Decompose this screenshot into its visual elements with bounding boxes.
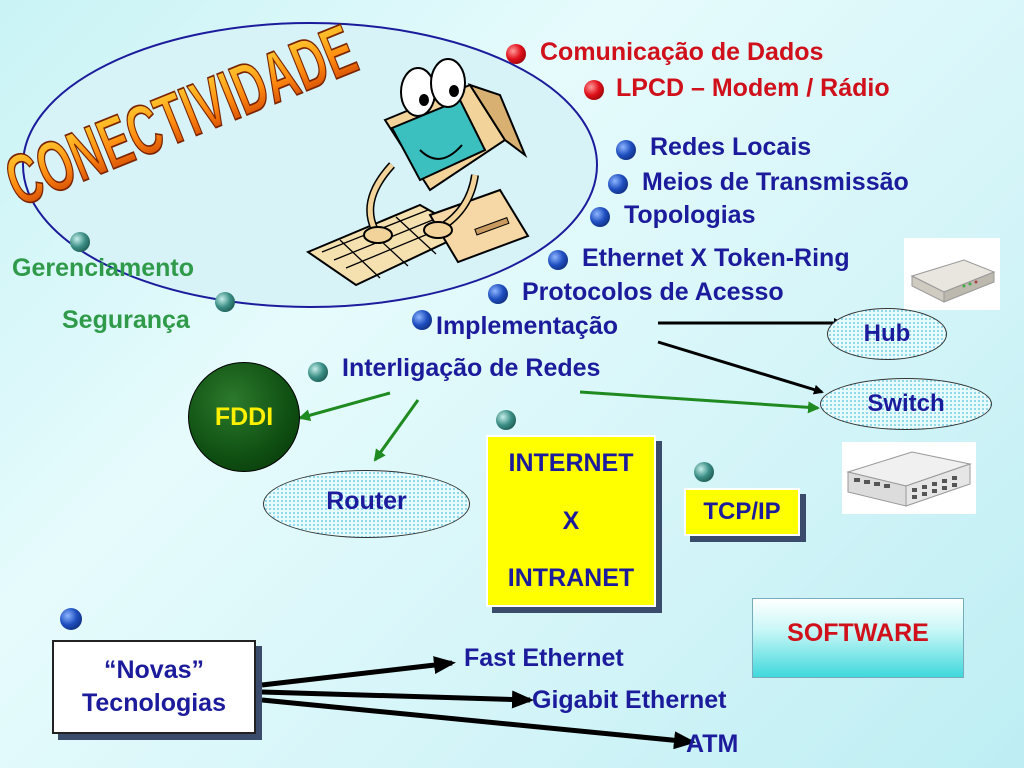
- novas-label: “Novas”: [103, 656, 205, 684]
- intranet-label: INTRANET: [507, 564, 635, 592]
- bullet-icon: [60, 608, 82, 630]
- fddi-label: FDDI: [214, 402, 274, 431]
- internet-label: INTERNET: [508, 449, 634, 477]
- item-ethernet-token-ring: Ethernet X Token-Ring: [582, 244, 850, 272]
- switch-node: Switch: [820, 378, 992, 430]
- item-topologias: Topologias: [624, 201, 756, 229]
- bullet-icon: [608, 174, 628, 194]
- side-gerenciamento: Gerenciamento: [12, 254, 195, 282]
- item-interligacao-redes: Interligação de Redes: [342, 354, 601, 382]
- arrow-to-switch-green: [579, 390, 820, 414]
- arrow-to-atm: [261, 697, 696, 750]
- internet-intranet-box: INTERNET X INTRANET: [486, 435, 656, 607]
- bullet-icon: [616, 140, 636, 160]
- bullet-icon: [412, 310, 432, 330]
- novas-tecnologias-box: “Novas” Tecnologias: [52, 640, 256, 734]
- tech-gigabit-ethernet: Gigabit Ethernet: [532, 686, 727, 714]
- tech-fast-ethernet: Fast Ethernet: [464, 644, 624, 672]
- arrow-to-router: [373, 399, 420, 462]
- hub-node: Hub: [827, 308, 947, 360]
- bullet-icon: [590, 207, 610, 227]
- side-seguranca: Segurança: [62, 306, 190, 334]
- hub-device-icon: [904, 238, 1000, 310]
- bullet-icon: [694, 462, 714, 482]
- switch-device-icon: [842, 442, 976, 514]
- item-protocolos-acesso: Protocolos de Acesso: [522, 278, 784, 306]
- tecnologias-label: Tecnologias: [81, 689, 226, 717]
- bullet-icon: [215, 292, 235, 312]
- switch-label: Switch: [867, 390, 945, 417]
- arrow-to-fast-ethernet: [261, 656, 456, 688]
- item-redes-locais: Redes Locais: [650, 133, 812, 161]
- tcpip-label: TCP/IP: [703, 498, 781, 525]
- fddi-node: FDDI: [188, 362, 300, 472]
- hub-label: Hub: [863, 320, 911, 347]
- arrow-to-gigabit-ethernet: [261, 689, 534, 709]
- tech-atm: ATM: [686, 730, 739, 758]
- bullet-icon: [584, 80, 604, 100]
- software-label: SOFTWARE: [787, 619, 929, 647]
- bullet-icon: [488, 284, 508, 304]
- item-meios-transmissao: Meios de Transmissão: [642, 168, 909, 196]
- bullet-icon: [308, 362, 328, 382]
- bullet-icon: [548, 250, 568, 270]
- cartoon-computer-icon: [305, 58, 530, 287]
- router-node: Router: [263, 470, 470, 538]
- arrow-to-switch: [657, 340, 824, 395]
- tcpip-box: TCP/IP: [684, 488, 800, 536]
- versus-label: X: [562, 506, 580, 535]
- software-box: SOFTWARE: [752, 598, 964, 678]
- bullet-icon: [506, 44, 526, 64]
- router-label: Router: [326, 486, 407, 515]
- item-lpcd: LPCD – Modem / Rádio: [616, 74, 890, 102]
- item-implementacao: Implementação: [436, 312, 619, 340]
- bullet-icon: [496, 410, 516, 430]
- arrow-to-fddi: [298, 391, 391, 422]
- item-comunicacao-dados: Comunicação de Dados: [540, 38, 824, 66]
- bullet-icon: [70, 232, 90, 252]
